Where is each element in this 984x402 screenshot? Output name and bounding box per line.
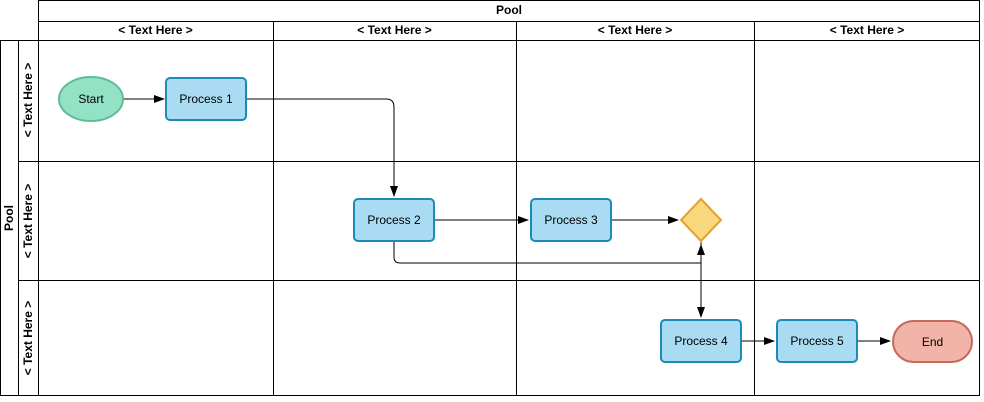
process5-shape[interactable]: [776, 319, 858, 363]
process5-label: Process 5: [790, 334, 844, 348]
end-event-shape[interactable]: [892, 320, 973, 363]
phase-header-4[interactable]: < Text Here >: [829, 23, 905, 37]
process1-label: Process 1: [179, 92, 233, 106]
lane-label-3[interactable]: < Text Here >: [21, 300, 35, 376]
phase-header-3[interactable]: < Text Here >: [597, 23, 673, 37]
connector-process2-to-decision-bottom[interactable]: [393, 241, 705, 264]
phase-header-1[interactable]: < Text Here >: [118, 23, 193, 37]
start-event-label: Start: [78, 92, 104, 106]
process2-shape[interactable]: [353, 198, 435, 242]
decision-diamond-shape[interactable]: [679, 197, 723, 243]
phase-header-2[interactable]: < Text Here >: [357, 23, 432, 37]
connector-process1-to-process2[interactable]: [246, 98, 398, 197]
start-event-shape[interactable]: [58, 76, 124, 122]
process3-label: Process 3: [544, 213, 598, 227]
pool-title[interactable]: Pool: [496, 3, 522, 17]
process2-label: Process 2: [367, 213, 421, 227]
pool-vertical-title[interactable]: Pool: [2, 205, 16, 231]
lane-label-2[interactable]: < Text Here >: [21, 183, 35, 259]
process1-shape[interactable]: [165, 77, 247, 121]
process3-shape[interactable]: [530, 198, 612, 242]
process4-label: Process 4: [674, 334, 728, 348]
process4-shape[interactable]: [660, 319, 742, 363]
lane-label-1[interactable]: < Text Here >: [21, 62, 35, 138]
end-event-label: End: [921, 334, 944, 349]
